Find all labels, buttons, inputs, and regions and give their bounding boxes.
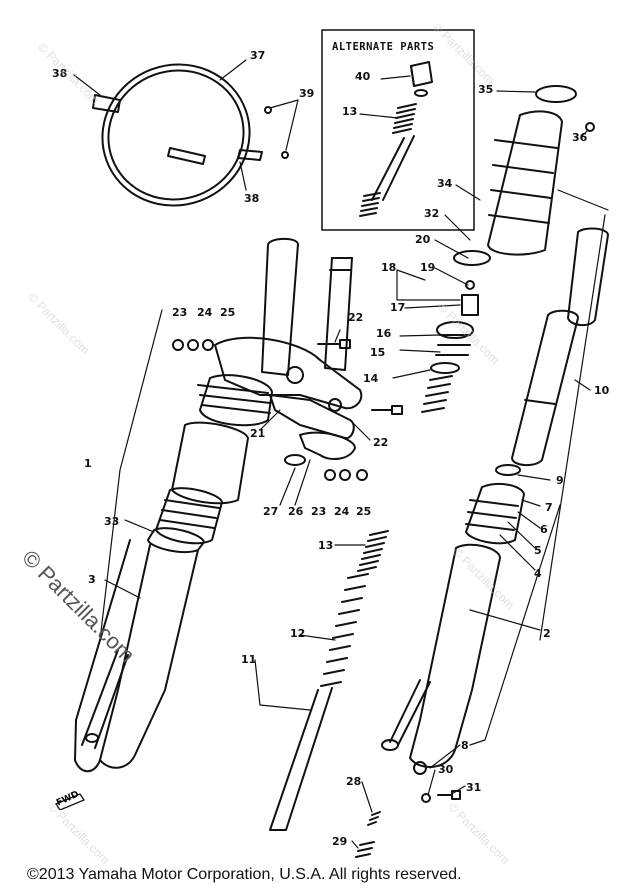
callout-19: 19: [420, 261, 436, 274]
callout-28: 28: [346, 775, 362, 788]
callout-30: 30: [438, 763, 454, 776]
damper-rod-11: [269, 530, 389, 831]
callout-38b: 38: [244, 192, 260, 205]
alt-cap-40: [410, 61, 433, 97]
callout-22a: 22: [348, 311, 364, 324]
callout-2: 2: [543, 627, 551, 640]
callout-39: 39: [299, 87, 315, 100]
callout-11: 11: [241, 653, 257, 666]
alternate-parts-title: ALTERNATE PARTS: [332, 41, 435, 53]
right-seal-parts: [421, 250, 491, 413]
callout-3: 3: [88, 573, 96, 586]
callout-29: 29: [332, 835, 348, 848]
washer-24-lower: [339, 469, 351, 481]
callout-27: 27: [263, 505, 279, 518]
callout-6: 6: [540, 523, 548, 536]
callout-4: 4: [534, 567, 542, 580]
callout-13b: 13: [318, 539, 334, 552]
callout-23a: 23: [172, 306, 188, 319]
callout-8: 8: [461, 739, 469, 752]
callout-37: 37: [250, 49, 266, 62]
nut-23-upper: [172, 339, 184, 351]
callout-7: 7: [545, 501, 553, 514]
callout-32: 32: [424, 207, 440, 220]
callout-18: 18: [381, 261, 397, 274]
callout-17: 17: [390, 301, 406, 314]
callout-15: 15: [370, 346, 386, 359]
callout-20: 20: [415, 233, 431, 246]
right-boot-34: [487, 85, 595, 256]
washer-25-upper: [202, 339, 214, 351]
callout-34: 34: [437, 177, 453, 190]
alternate-parts-box: [321, 29, 475, 231]
fwd-arrow-icon: FWD: [54, 789, 88, 811]
bolt-22-lower: [371, 405, 403, 415]
washer-25-lower: [356, 469, 368, 481]
callout-26: 26: [288, 505, 304, 518]
headlight-ring-37: [92, 63, 289, 207]
callout-24b: 24: [334, 505, 350, 518]
callout-24a: 24: [197, 306, 213, 319]
callout-1: 1: [84, 457, 92, 470]
nut-23-lower: [324, 469, 336, 481]
callout-13a: 13: [342, 105, 358, 118]
left-fork-assembly: [74, 237, 299, 773]
callout-9: 9: [556, 474, 564, 487]
washer-24-upper: [187, 339, 199, 351]
right-fork-leg-2: [355, 464, 525, 858]
callout-31: 31: [466, 781, 482, 794]
callout-16: 16: [376, 327, 392, 340]
callout-23b: 23: [311, 505, 327, 518]
callout-35: 35: [478, 83, 494, 96]
callout-22b: 22: [373, 436, 389, 449]
inner-tube-10: [511, 227, 609, 466]
bolt-22-upper: [317, 339, 351, 349]
callout-25a: 25: [220, 306, 236, 319]
callout-5: 5: [534, 544, 542, 557]
leader-lines: [73, 59, 609, 849]
callout-12: 12: [290, 627, 306, 640]
callout-14: 14: [363, 372, 379, 385]
callout-36: 36: [572, 131, 588, 144]
callout-33: 33: [104, 515, 120, 528]
callout-10: 10: [594, 384, 610, 397]
callout-38a: 38: [52, 67, 68, 80]
callout-21: 21: [250, 427, 266, 440]
alt-spring-13: [359, 103, 417, 217]
callout-40: 40: [355, 70, 371, 83]
callout-25b: 25: [356, 505, 372, 518]
copyright-notice: ©2013 Yamaha Motor Corporation, U.S.A. A…: [27, 866, 462, 883]
